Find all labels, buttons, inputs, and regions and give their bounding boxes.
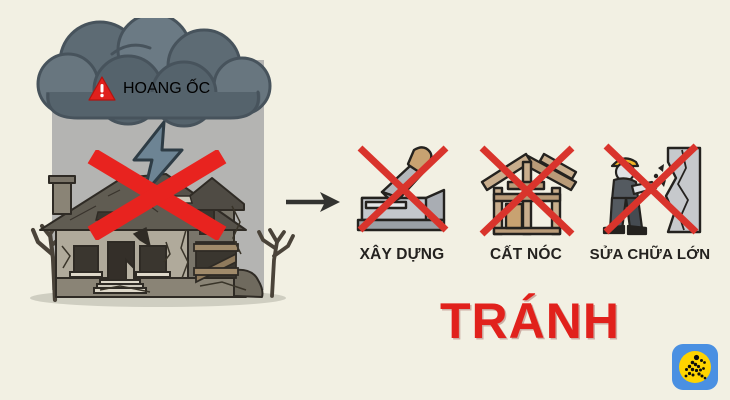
prohibited-item-xay-dung: XÂY DỰNG: [340, 138, 464, 288]
prohibited-item-sua-chua-lon: SỬA CHỮA LỚN: [588, 138, 712, 288]
prohibited-label-1: CẤT NÓC: [489, 246, 562, 263]
house-door: [93, 241, 147, 294]
warning-badge: HOANG ỐC: [88, 76, 210, 102]
brand-logo-icon[interactable]: [672, 344, 718, 390]
prohibited-label-2: SỬA CHỮA LỚN: [589, 246, 711, 263]
warning-label: HOANG ỐC: [123, 80, 211, 97]
wall-cracks: [61, 205, 247, 293]
prohibited-actions-row: XÂY DỰNG: [340, 138, 712, 288]
cross-out-icon: [357, 145, 449, 233]
cross-out-icon: [479, 145, 575, 237]
dead-tree-icon-right: [257, 228, 295, 298]
chimney: [48, 175, 76, 215]
worker-wall-repair-icon: [596, 138, 704, 242]
house-cross-out-icon: [87, 150, 227, 240]
trowel-brick-icon: [348, 138, 456, 242]
boarded-window: [193, 241, 239, 284]
callout-text: TRÁNH: [440, 293, 620, 349]
damaged-house-illustration: [30, 173, 295, 307]
cross-out-icon: [603, 143, 699, 235]
prohibited-label-0: XÂY DỰNG: [359, 246, 445, 263]
prohibited-item-cat-noc: CẤT NÓC: [464, 138, 588, 288]
roof-frame-icon: [472, 138, 580, 242]
arrow-right-icon: [286, 192, 340, 212]
storm-cloud-icon: [36, 18, 272, 128]
warning-triangle-icon: [88, 76, 116, 101]
